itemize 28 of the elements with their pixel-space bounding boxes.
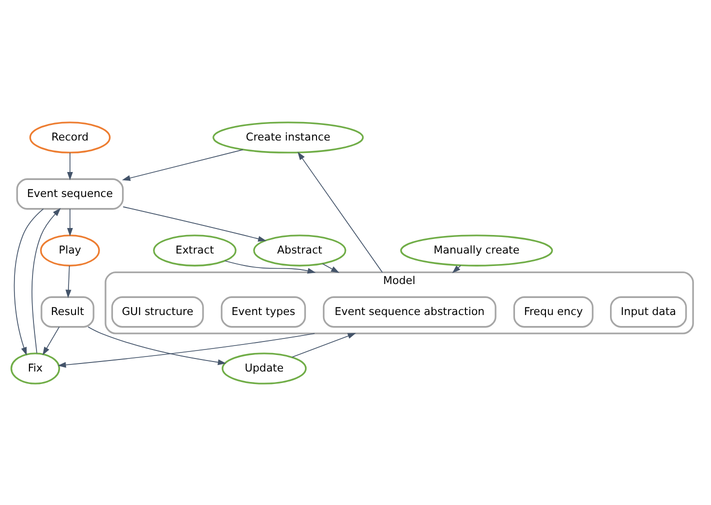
arrow: [14, 208, 44, 355]
node-ellipse: Play: [40, 234, 100, 266]
arrow: [122, 206, 266, 242]
node-ellipse: Create instance: [212, 121, 364, 153]
arrow: [322, 262, 340, 272]
arrow: [122, 148, 244, 180]
node-box: Event sequence: [16, 178, 124, 210]
node-box: Result: [40, 296, 94, 328]
arrow: [298, 151, 383, 272]
arrow: [67, 152, 73, 180]
arrow: [42, 326, 60, 355]
arrow: [58, 332, 315, 368]
arrow: [67, 208, 73, 236]
node-box: GUI structure: [111, 296, 204, 328]
node-ellipse: Record: [29, 121, 111, 153]
arrow: [88, 326, 226, 365]
node-box: Frequ ency: [513, 296, 594, 328]
node-ellipse: Extract: [153, 234, 236, 266]
node-box: Input data: [610, 296, 687, 328]
arrow: [66, 264, 72, 298]
node-ellipse: Manually create: [400, 234, 553, 266]
node-box: Event types: [220, 296, 306, 328]
node-box: Event sequence abstraction: [322, 296, 496, 328]
node-ellipse: Fix: [10, 352, 60, 384]
arrow: [452, 264, 462, 273]
node-ellipse: Update: [222, 352, 307, 384]
arrow: [292, 332, 356, 358]
arrow: [32, 208, 61, 354]
